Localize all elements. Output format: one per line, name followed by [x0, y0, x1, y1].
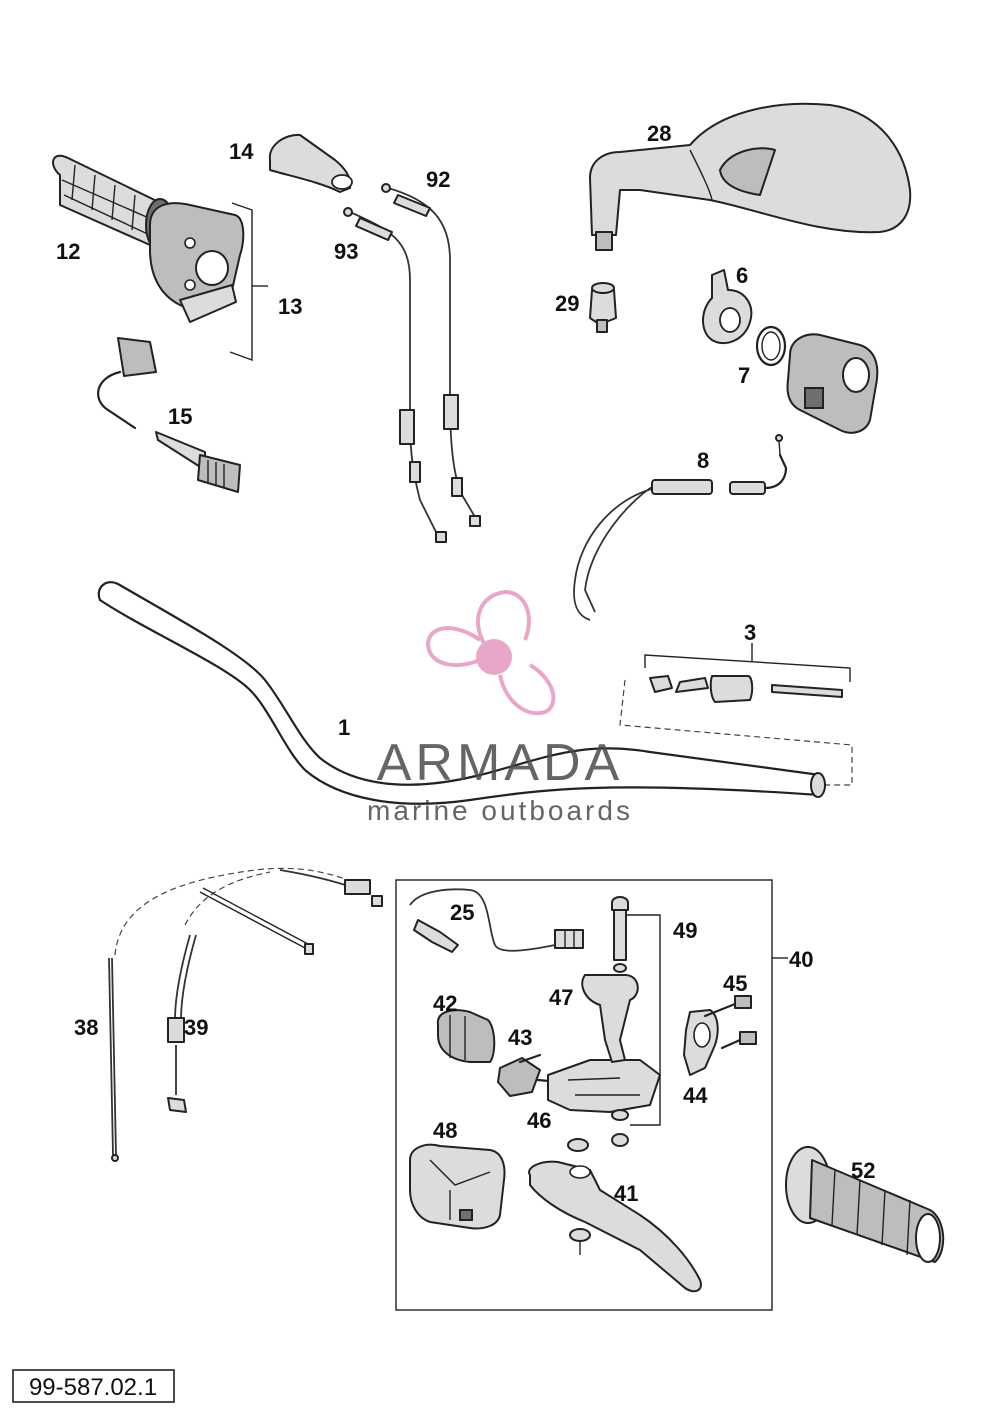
document-number-box: 99-587.02.1 — [12, 1369, 175, 1403]
part-48-cover — [409, 1143, 506, 1230]
part-28-mirror — [589, 102, 912, 251]
callout-1: 1 — [338, 715, 350, 740]
callout-39: 39 — [184, 1015, 208, 1040]
callout-42: 42 — [433, 991, 457, 1016]
callout-45: 45 — [723, 971, 747, 996]
part-15-switch — [97, 337, 241, 493]
part-13-throttle-housing — [149, 202, 268, 361]
right-switch-housing — [786, 333, 879, 434]
callout-47: 47 — [549, 985, 573, 1010]
part-6-bracket — [702, 269, 753, 345]
callout-46: 46 — [527, 1108, 551, 1133]
callout-48: 48 — [433, 1118, 457, 1143]
part-40-clutch-assembly — [395, 879, 788, 1311]
callout-labels: 1 3 6 7 8 12 13 14 15 25 28 29 38 39 40 … — [56, 121, 875, 1206]
watermark-brand: ARMADA — [377, 734, 623, 792]
part-49-bolt — [611, 896, 661, 1147]
parts-38-39-cables — [108, 867, 383, 1162]
part-46-lever-bracket — [547, 1059, 661, 1113]
callout-25: 25 — [450, 900, 474, 925]
callout-8: 8 — [697, 448, 709, 473]
callout-44: 44 — [683, 1083, 708, 1108]
callout-12: 12 — [56, 239, 80, 264]
callout-28: 28 — [647, 121, 671, 146]
watermark-propeller-logo — [425, 589, 556, 716]
part-43-adjuster — [497, 1053, 562, 1097]
callout-52: 52 — [851, 1158, 875, 1183]
callout-49: 49 — [673, 918, 697, 943]
part-41-clutch-lever — [528, 1138, 702, 1293]
callout-41: 41 — [614, 1181, 638, 1206]
part-42-roller — [436, 1009, 496, 1063]
part-52-grip — [785, 1146, 945, 1263]
callout-93: 93 — [334, 239, 358, 264]
part-3-bar-end-set — [619, 643, 853, 786]
callout-3: 3 — [744, 620, 756, 645]
callout-7: 7 — [738, 363, 750, 388]
part-7-ring — [755, 325, 787, 367]
callout-38: 38 — [74, 1015, 98, 1040]
part-44-clamp — [683, 1009, 719, 1076]
callout-14: 14 — [229, 139, 254, 164]
part-47-lever-arm — [581, 974, 639, 1063]
callout-92: 92 — [426, 167, 450, 192]
callout-15: 15 — [168, 404, 192, 429]
part-8-clutch-cable — [573, 434, 788, 621]
callout-40: 40 — [789, 947, 813, 972]
part-29-adapter — [589, 282, 617, 333]
callout-13: 13 — [278, 294, 302, 319]
callout-29: 29 — [555, 291, 579, 316]
part-14-cap — [268, 133, 353, 193]
watermark: ARMADA marine outboards — [367, 589, 633, 826]
watermark-tagline: marine outboards — [367, 795, 633, 826]
callout-6: 6 — [736, 263, 748, 288]
part-1-handlebar — [97, 581, 826, 805]
parts-92-93-throttle-cables — [343, 183, 481, 543]
document-number: 99-587.02.1 — [29, 1374, 157, 1401]
part-45-screws — [703, 995, 757, 1050]
part-25-sensor — [409, 888, 584, 953]
callout-43: 43 — [508, 1025, 532, 1050]
